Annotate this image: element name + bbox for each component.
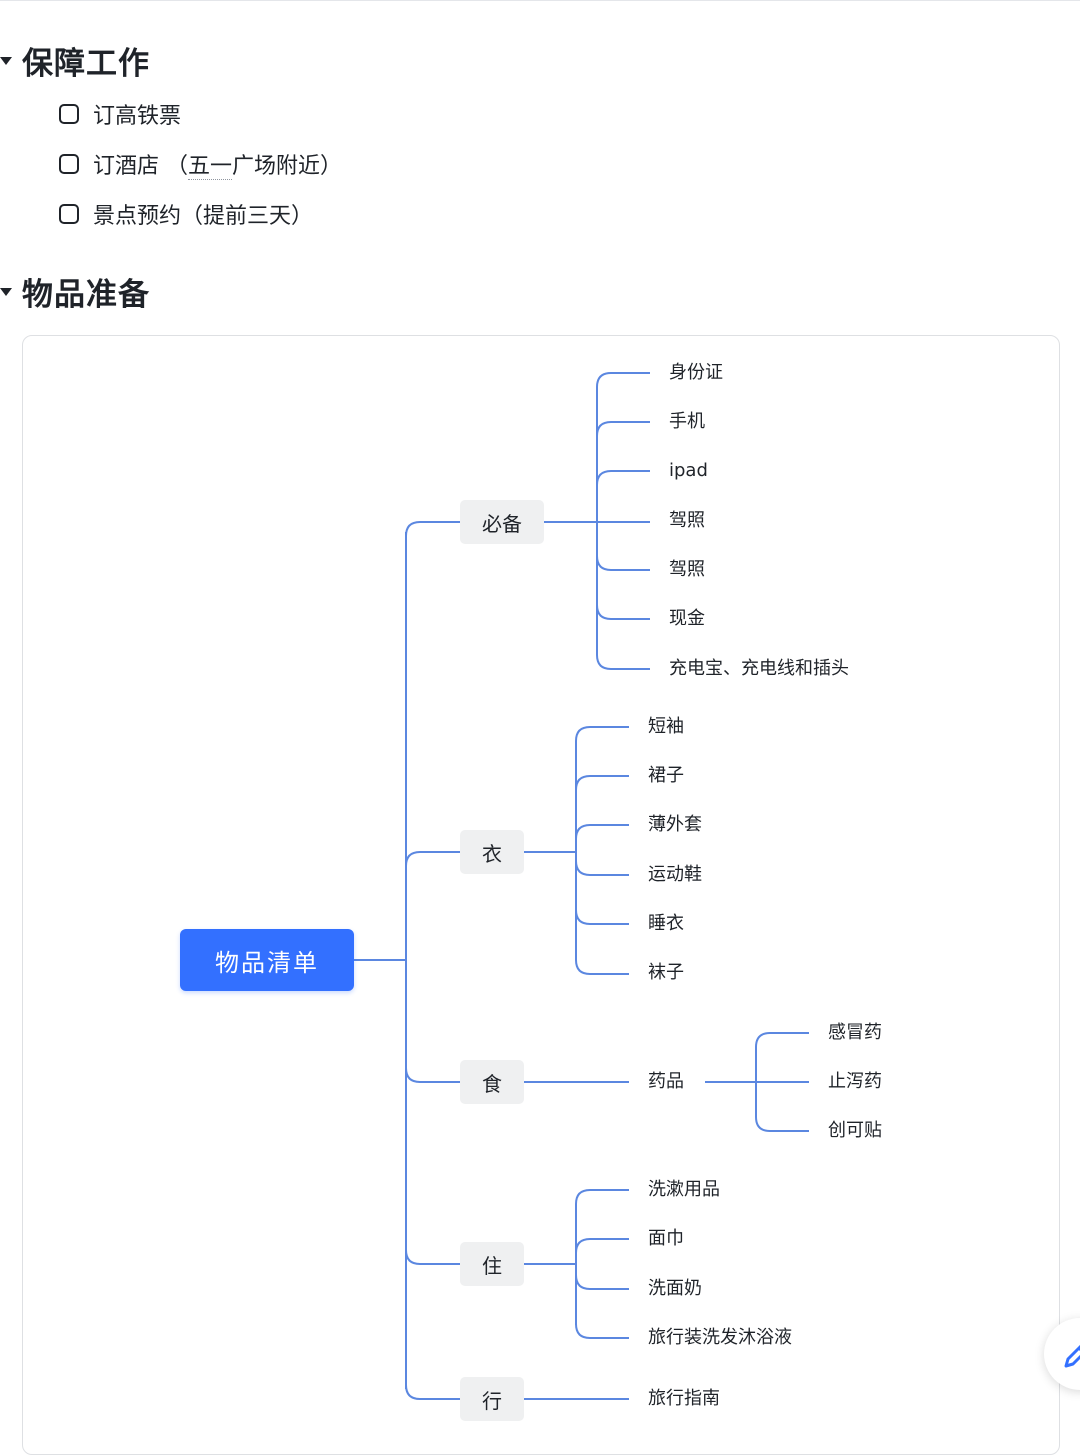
mindmap-leaf[interactable]: 身份证 (669, 362, 723, 383)
mindmap-leaf[interactable]: 创可贴 (828, 1120, 882, 1141)
mindmap-leaf[interactable]: 驾照 (669, 510, 705, 531)
checkbox-icon[interactable] (59, 154, 79, 174)
mindmap-leaf[interactable]: 止泻药 (828, 1071, 882, 1092)
caret-down-icon[interactable] (0, 287, 12, 296)
mindmap-branch[interactable]: 必备 (460, 500, 544, 544)
section-title: 保障工作 (22, 46, 150, 82)
todo-text-part: 广场附近） (232, 154, 343, 179)
caret-down-icon[interactable] (0, 56, 12, 65)
todo-text-underlined: 五一 (188, 154, 233, 180)
todo-text: 订酒店 （五一广场附近） (93, 148, 342, 180)
mindmap-leaf[interactable]: 短袖 (648, 716, 684, 737)
todo-text: 景点预约（提前三天） (93, 204, 314, 229)
mindmap-leaf[interactable]: 睡衣 (648, 913, 684, 934)
section-header-items[interactable]: 物品准备 (0, 269, 150, 314)
todo-item[interactable]: 订酒店 （五一广场附近） (59, 148, 342, 180)
mindmap-leaf[interactable]: 洗漱用品 (648, 1179, 720, 1200)
mindmap-leaf[interactable]: 薄外套 (648, 814, 702, 835)
todo-text-part: 订酒店 （ (93, 154, 188, 179)
mindmap-leaf[interactable]: 现金 (669, 608, 705, 629)
mindmap-leaf[interactable]: 袜子 (648, 962, 684, 983)
mindmap-leaf[interactable]: 裙子 (648, 765, 684, 786)
mindmap-leaf[interactable]: 面巾 (648, 1228, 684, 1249)
mindmap-leaf[interactable]: 运动鞋 (648, 864, 702, 885)
section-title: 物品准备 (22, 277, 150, 313)
mindmap-leaf[interactable]: 洗面奶 (648, 1278, 702, 1299)
mindmap-leaf[interactable]: 驾照 (669, 559, 705, 580)
mindmap-connectors (354, 372, 809, 1400)
mindmap-branch[interactable]: 住 (460, 1242, 524, 1286)
mindmap-leaf[interactable]: 感冒药 (828, 1022, 882, 1043)
todo-item[interactable]: 订高铁票 (59, 98, 181, 130)
mindmap-leaf[interactable]: 手机 (669, 411, 705, 432)
mindmap-leaf[interactable]: 旅行装洗发沐浴液 (648, 1327, 792, 1348)
mindmap-subbranch[interactable]: 药品 (648, 1071, 684, 1092)
mindmap-leaf[interactable]: ipad (669, 460, 708, 481)
checkbox-icon[interactable] (59, 104, 79, 124)
mindmap-leaf[interactable]: 旅行指南 (648, 1388, 720, 1409)
pencil-icon (1064, 1344, 1080, 1368)
top-divider (0, 0, 1080, 1)
mindmap-leaf[interactable]: 充电宝、充电线和插头 (669, 658, 849, 679)
mindmap-branch[interactable]: 行 (460, 1377, 524, 1421)
mindmap-branch[interactable]: 食 (460, 1060, 524, 1104)
checkbox-icon[interactable] (59, 204, 79, 224)
todo-item[interactable]: 景点预约（提前三天） (59, 198, 313, 230)
mindmap-canvas[interactable]: 物品清单 必备 衣 食 住 行 身份证 手机 ipad 驾照 驾照 现金 充电宝… (22, 335, 1060, 1455)
mindmap-root[interactable]: 物品清单 (180, 929, 354, 991)
section-header-guarantee[interactable]: 保障工作 (0, 38, 150, 83)
mindmap-branch[interactable]: 衣 (460, 830, 524, 874)
todo-text: 订高铁票 (93, 104, 182, 129)
